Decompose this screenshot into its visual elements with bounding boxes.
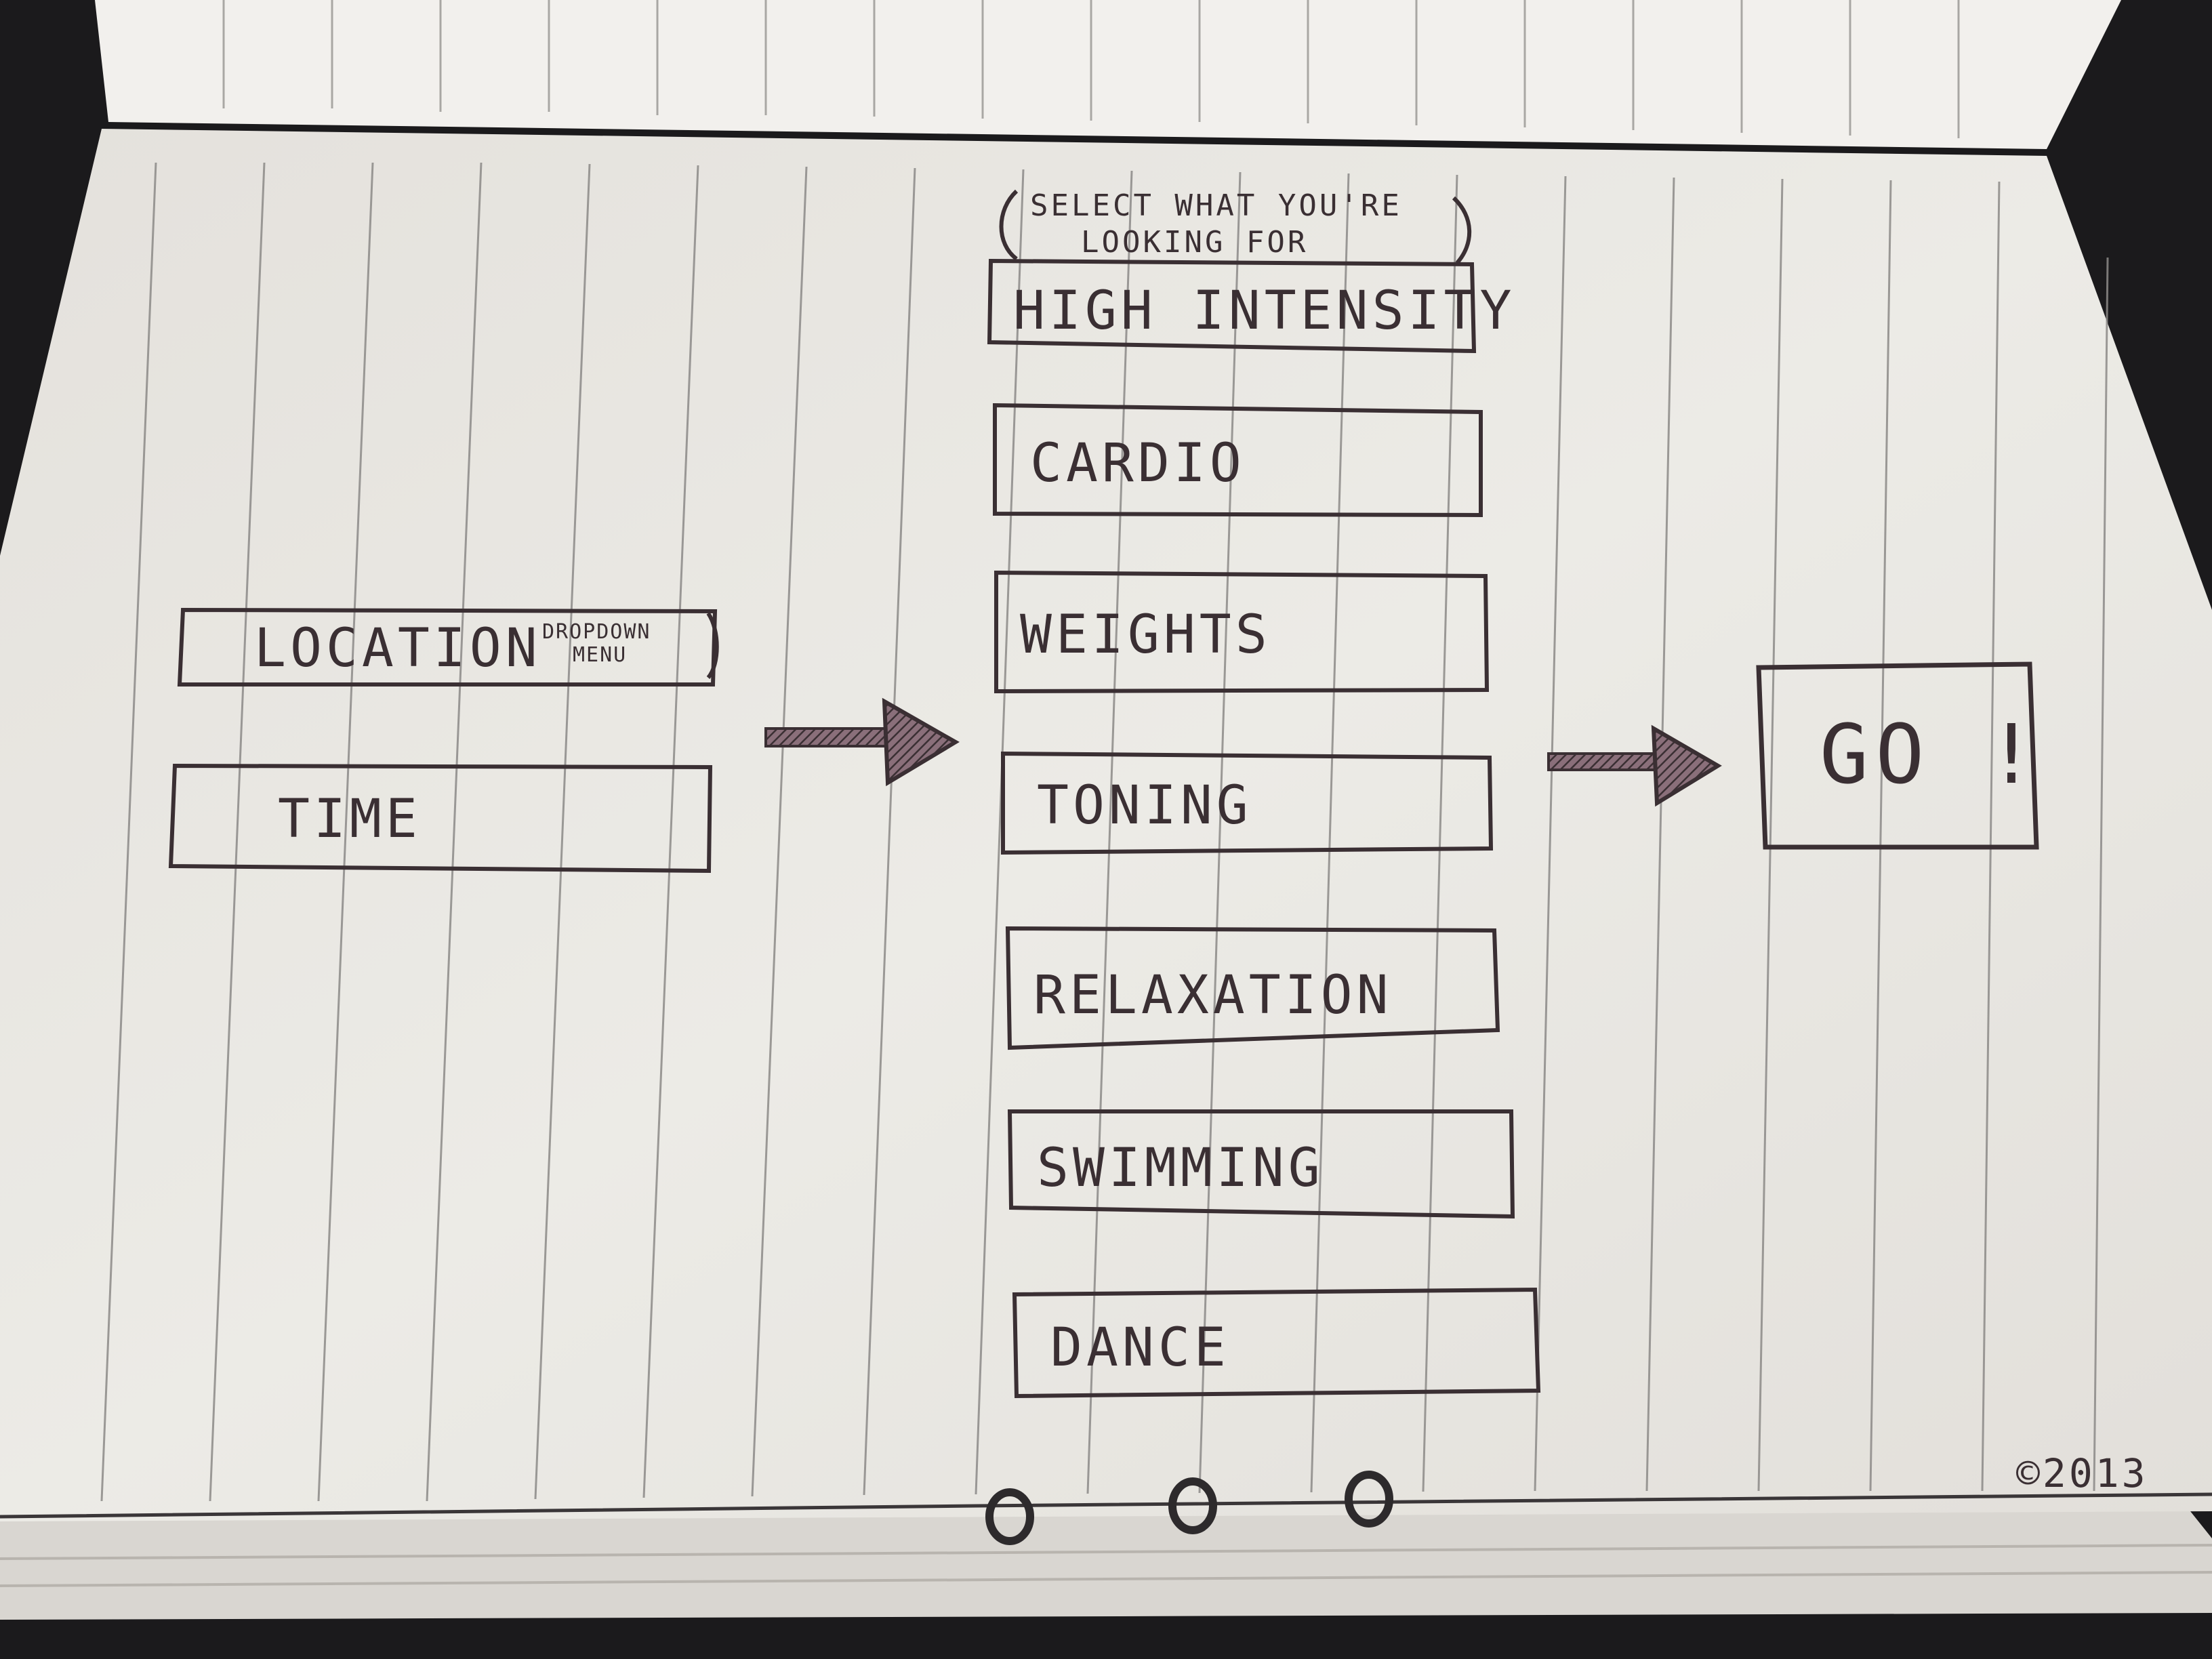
go-button-box	[1756, 661, 2039, 850]
time-field-label: TIME	[278, 789, 422, 850]
main-page	[0, 129, 2212, 1521]
activity-box-weights	[994, 570, 1490, 694]
activity-boxes	[987, 189, 1541, 1399]
go-button[interactable]	[1759, 664, 2036, 847]
page-rules	[100, 162, 2109, 1502]
activity-box-toning	[1001, 751, 1494, 855]
activity-option-high-intensity[interactable]	[989, 261, 1474, 349]
right-arrow-icon	[882, 697, 960, 787]
activity-option-weights[interactable]	[996, 573, 1487, 691]
activity-option-toning[interactable]	[1003, 754, 1491, 853]
instruction-line2: LOOKING FOR	[1081, 225, 1309, 260]
time-box	[168, 763, 713, 874]
activity-label-weights: WEIGHTS	[1020, 605, 1271, 665]
binder-ring-icon	[1168, 1477, 1217, 1534]
activity-box-high-intensity	[987, 258, 1477, 354]
upper-page	[95, 0, 2121, 149]
activity-label-toning: TONING	[1037, 775, 1252, 836]
instruction-line1: SELECT WHAT YOU'RE	[1030, 188, 1402, 223]
activity-option-swimming[interactable]	[1010, 1111, 1513, 1216]
activity-option-dance[interactable]	[1015, 1290, 1538, 1396]
activity-label-dance: DANCE	[1050, 1317, 1230, 1378]
arrow-left-to-middle	[764, 697, 960, 787]
instruction-bracket-left	[999, 189, 1019, 261]
activity-option-relaxation[interactable]	[1008, 928, 1498, 1048]
binder-ring-icon	[985, 1488, 1034, 1545]
activity-label-relaxation: RELAXATION	[1033, 965, 1393, 1026]
binder-rings	[985, 1471, 1393, 1545]
activity-label-high-intensity: HIGH INTENSITY	[1013, 281, 1516, 342]
activity-label-swimming: SWIMMING	[1037, 1138, 1324, 1199]
location-note-line2: MENU	[573, 643, 628, 667]
time-field[interactable]	[171, 766, 710, 871]
location-box	[177, 607, 718, 687]
activity-option-cardio[interactable]	[995, 405, 1481, 515]
activity-label-cardio: CARDIO	[1030, 433, 1246, 494]
go-button-label: GO !	[1820, 708, 2043, 802]
location-field-label: LOCATION	[254, 618, 541, 679]
location-note-bracket	[706, 612, 719, 679]
right-arrow-icon	[1651, 724, 1722, 807]
instruction-bracket-right	[1452, 196, 1472, 264]
activity-box-swimming	[1007, 1109, 1515, 1219]
location-dropdown[interactable]	[180, 610, 715, 684]
activity-box-dance	[1012, 1287, 1541, 1399]
upper-page-rules	[222, 0, 1960, 138]
activity-box-relaxation	[1005, 926, 1500, 1050]
activity-box-cardio	[993, 403, 1483, 518]
arrow-middle-to-go	[1547, 724, 1722, 807]
binder-ring-icon	[1345, 1471, 1393, 1528]
location-note-line1: DROPDOWN	[542, 620, 651, 644]
copyright-text: ©2013	[2016, 1450, 2148, 1496]
left-column-boxes	[168, 607, 719, 874]
